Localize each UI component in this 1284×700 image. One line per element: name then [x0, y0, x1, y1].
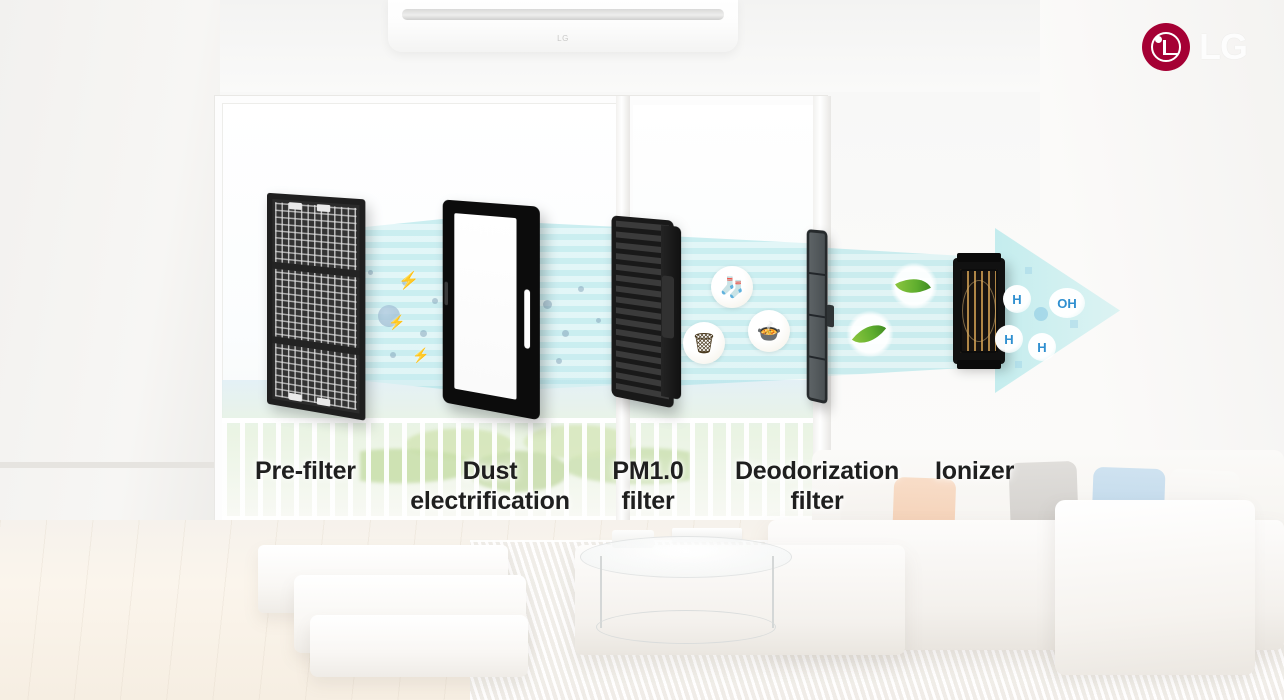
deodorization-filter-part: [806, 229, 828, 405]
dust-particle: [596, 318, 601, 323]
airflow-band: [828, 248, 958, 376]
ion-particle: [1034, 307, 1048, 321]
deodorization-filter-knob: [827, 304, 834, 328]
lg-logo-nose: [1163, 40, 1166, 55]
stage-labels: Pre-filter Dust electrification PM1.0 fi…: [0, 448, 1284, 520]
pre-filter-part: [266, 192, 366, 421]
electrification-bolt-icon: ⚡: [398, 271, 420, 290]
electrification-bolt-icon: ⚡: [412, 347, 430, 363]
pre-filter-tab: [316, 204, 331, 213]
coffee-table-top: [580, 536, 792, 578]
ion-bubble-h: H: [995, 325, 1023, 353]
dust-particle: [556, 358, 562, 364]
airflow-band: [352, 218, 452, 390]
label-deodorization-filter: Deodorization filter: [734, 457, 900, 515]
sofa-armrest: [1055, 500, 1255, 675]
ion-particle: [1015, 361, 1022, 368]
ottoman: [310, 615, 528, 677]
ion-particle: [1070, 320, 1078, 328]
dust-particle: [378, 305, 400, 327]
balcony-railing: [222, 418, 820, 522]
ion-particle: [1025, 267, 1032, 274]
dust-particle: [390, 352, 396, 358]
deodorization-filter-segment: [809, 313, 825, 319]
label-ionizer: Ionizer: [935, 457, 1015, 485]
label-pm10-filter: PM1.0 filter: [612, 457, 684, 515]
lg-logo-mouth: [1163, 52, 1178, 55]
coffee-table-base: [596, 610, 776, 644]
ion-bubble-h: H: [1003, 285, 1031, 313]
dust-particle: [432, 298, 438, 304]
ionizer-part: [953, 253, 1005, 369]
label-dust-electrification: Dust electrification: [410, 457, 570, 515]
pm10-filter-handle: [662, 275, 674, 339]
dust-particle: [420, 330, 427, 337]
dust-electrification-plate: [454, 213, 517, 400]
airflow-band: [668, 236, 814, 386]
lg-circle-logo-icon: [1142, 23, 1190, 71]
dust-particle: [402, 278, 410, 286]
dust-particle: [368, 270, 373, 275]
label-pre-filter: Pre-filter: [255, 457, 356, 485]
coffee-table-leg: [600, 556, 602, 628]
lg-logo-face-ring: [1151, 32, 1181, 62]
ionizer-disc: [962, 280, 996, 342]
dust-electrification-slot: [524, 289, 531, 350]
dust-electrification-notch: [444, 281, 449, 306]
coffee-table-leg: [772, 556, 774, 628]
dust-electrification-part: [442, 199, 540, 421]
lg-logo-eye: [1155, 36, 1162, 43]
ion-bubble-oh: OH: [1049, 288, 1085, 318]
pre-filter-tab: [316, 397, 331, 407]
dust-particle: [578, 286, 584, 292]
air-outlet-vent: [402, 9, 724, 20]
dust-particle: [562, 330, 569, 337]
lg-wordmark: LG: [1199, 26, 1248, 67]
ionizer-cap: [957, 360, 1001, 369]
deodorization-filter-segment: [809, 355, 825, 361]
ac-brand-logo: LG: [557, 34, 569, 43]
deodorization-filter-segment: [809, 272, 825, 277]
garbage-odor-icon: 🗑: [683, 322, 725, 364]
ionizer-cap: [957, 253, 1001, 262]
dust-particle: [543, 300, 552, 309]
pre-filter-tab: [288, 392, 302, 402]
ion-bubble-h: H: [1028, 333, 1056, 361]
sock-odor-icon: 🧦: [711, 266, 753, 308]
wall-mounted-air-conditioner: LG: [388, 0, 738, 52]
electrification-bolt-icon: ⚡: [388, 314, 406, 330]
lg-brand-logo: LG: [1142, 22, 1260, 72]
cooking-odor-icon: 🍲: [748, 310, 790, 352]
pre-filter-mesh: [275, 202, 357, 411]
pre-filter-tab: [288, 202, 302, 211]
